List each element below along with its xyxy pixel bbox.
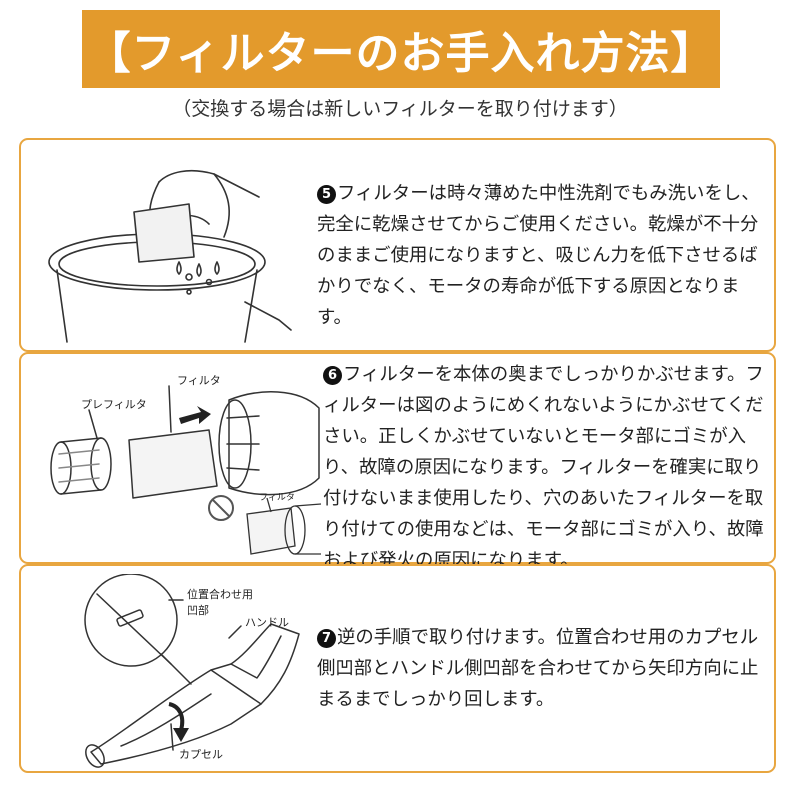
- page-subtitle: （交換する場合は新しいフィルターを取り付けます）: [172, 98, 628, 120]
- alignment-label-line2: 凹部: [187, 603, 209, 617]
- step-number-badge: 7: [317, 629, 336, 648]
- filter-install-illustration: フィルタ プレフィルタ フィルタ: [50, 374, 322, 555]
- washing-illustration: [48, 170, 292, 343]
- filter-small-label: フィルタ: [259, 492, 295, 503]
- step-number-badge: 6: [323, 366, 342, 385]
- capsule-attach-illustration: 位置合わせ用 凹部 ハンドル カプセル: [84, 574, 300, 768]
- page-title: 【フィルターのお手入れ方法】: [82, 10, 720, 88]
- prefilter-label: プレフィルタ: [81, 398, 147, 411]
- filter-label: フィルタ: [177, 374, 221, 387]
- step-number-badge: 5: [317, 185, 336, 204]
- handle-label: ハンドル: [245, 616, 289, 629]
- capsule-label: カプセル: [179, 748, 223, 761]
- alignment-label-line1: 位置合わせ用: [187, 587, 253, 601]
